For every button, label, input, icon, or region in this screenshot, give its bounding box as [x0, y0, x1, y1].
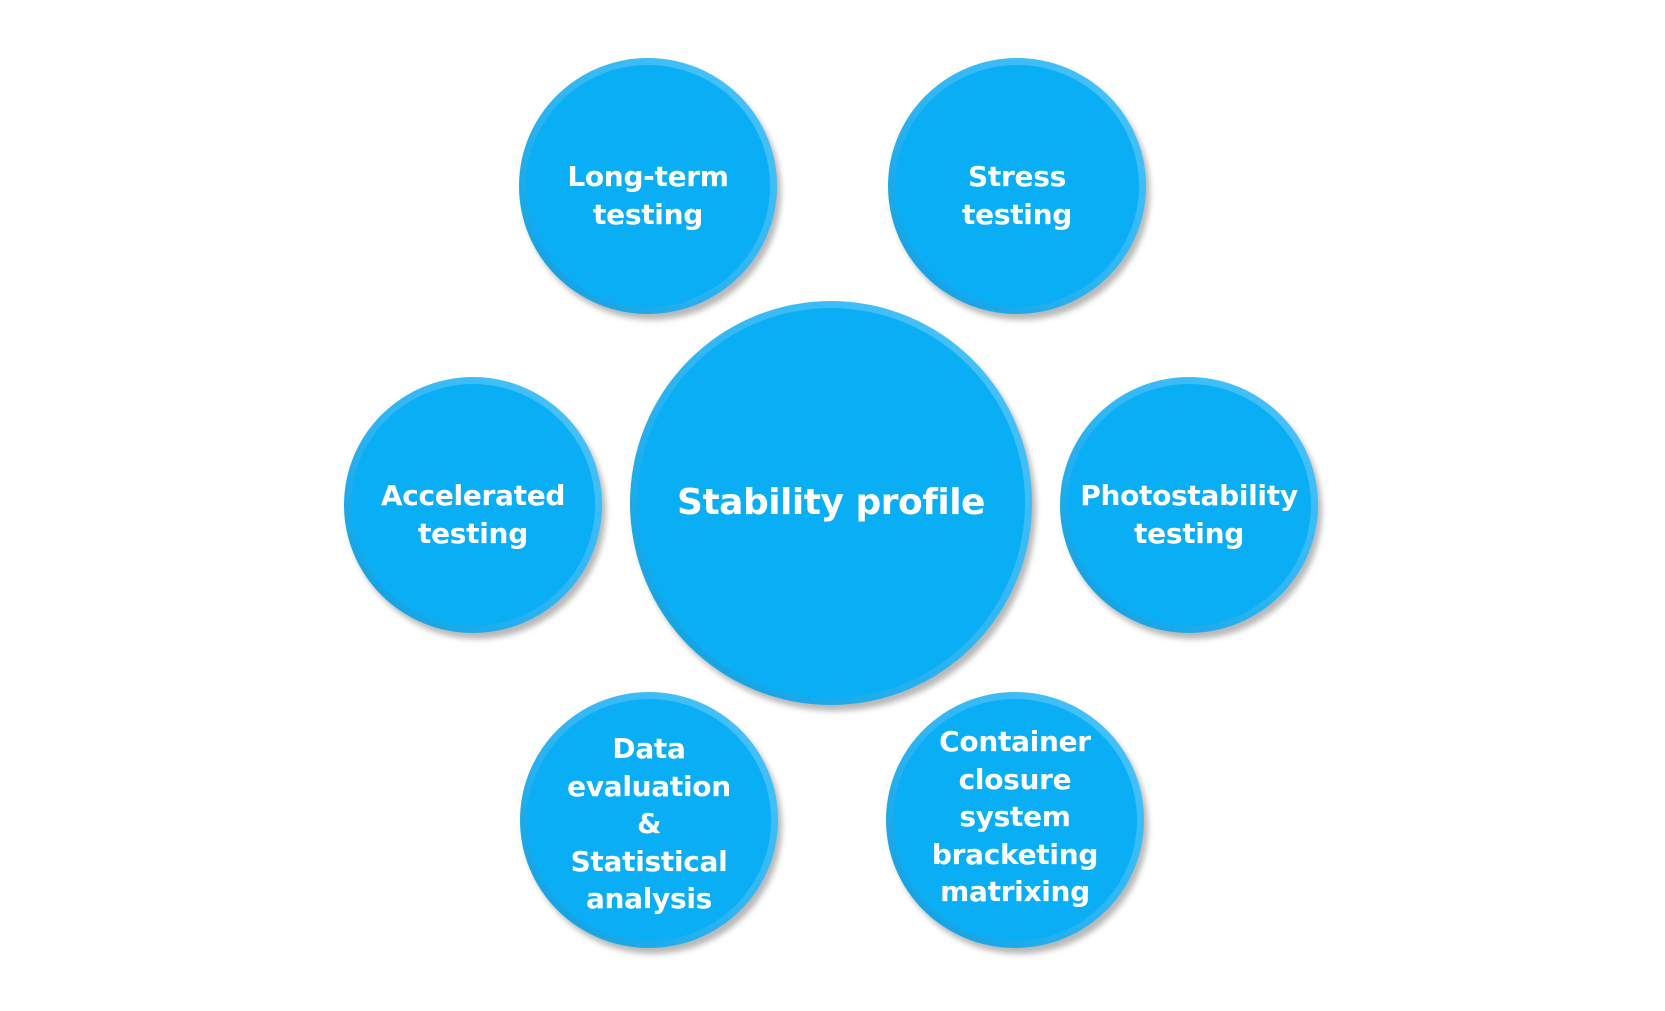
bubble-accelerated-testing: Accelerated testing: [344, 377, 602, 633]
bubble-label: Long-term testing: [567, 160, 729, 231]
bubble-stress-testing: Stress testing: [888, 58, 1146, 314]
bubble-label: Accelerated testing: [380, 479, 566, 550]
bubble-label: Container closure system bracketing matr…: [931, 725, 1099, 909]
bubble-container-closure: Container closure system bracketing matr…: [886, 692, 1144, 948]
center-label: Stability profile: [677, 482, 985, 523]
bubble-data-evaluation: Data evaluation & Statistical analysis: [520, 692, 778, 948]
bubble-label: Stress testing: [962, 160, 1072, 231]
bubble-label: Photostability testing: [1080, 479, 1298, 550]
bubble-label: Data evaluation & Statistical analysis: [567, 732, 731, 916]
bubble-long-term-testing: Long-term testing: [519, 58, 777, 314]
bubble-stability-profile: Stability profile: [630, 301, 1032, 705]
bubble-photostability-testing: Photostability testing: [1060, 377, 1318, 633]
